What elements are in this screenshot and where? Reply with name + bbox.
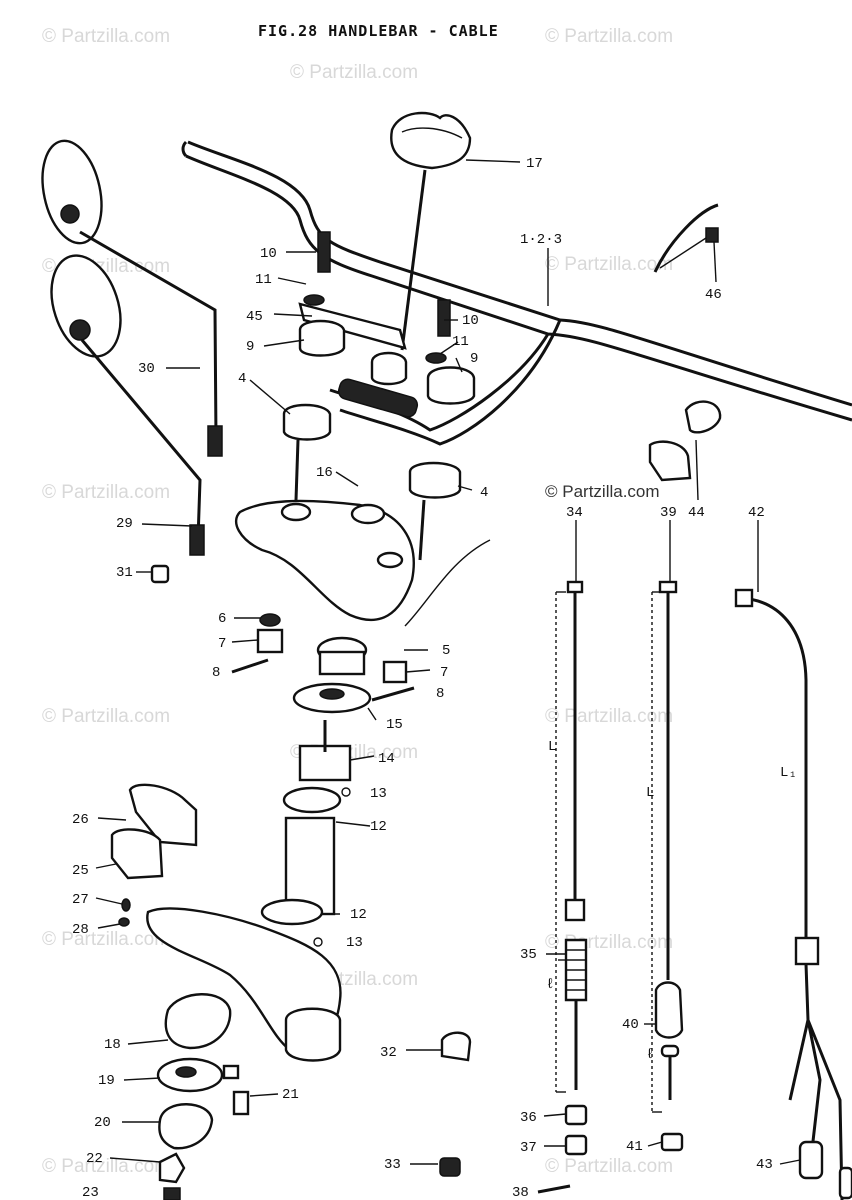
callout-38: 38 <box>512 1185 529 1200</box>
watermark: © Partzilla.com <box>545 706 673 727</box>
callout-31: 31 <box>116 565 133 581</box>
callout-32: 32 <box>380 1045 397 1061</box>
callout-4: 4 <box>238 371 246 387</box>
callout-21: 21 <box>282 1087 299 1103</box>
callout-13: 13 <box>370 786 387 802</box>
control-cables <box>564 580 852 1200</box>
dimension-label-L: L <box>548 739 556 755</box>
callout-12: 12 <box>350 907 367 923</box>
mirror-assembly <box>41 139 223 556</box>
callout-11: 11 <box>255 272 272 288</box>
leader-lines <box>95 159 801 1165</box>
watermark: © Partzilla.com <box>42 929 170 950</box>
watermark-dark: © Partzilla.com <box>545 482 660 501</box>
callout-36: 36 <box>520 1110 537 1126</box>
handlebar-damper-knob <box>390 111 472 351</box>
misc-small-parts <box>150 203 722 1194</box>
handlebar-clamps <box>282 231 476 561</box>
callout-22: 22 <box>86 1151 103 1167</box>
callout-27: 27 <box>72 892 89 908</box>
callout-26: 26 <box>72 812 89 828</box>
callout-17: 17 <box>526 156 543 172</box>
dimension-label-L1: L₁ <box>780 765 797 781</box>
watermark: © Partzilla.com <box>42 706 170 727</box>
watermark: © Partzilla.com <box>290 62 418 83</box>
callout-16: 16 <box>316 465 333 481</box>
callout-45: 45 <box>246 309 263 325</box>
handlebar <box>181 140 852 446</box>
watermark: © Partzilla.com <box>545 26 673 47</box>
callout-9: 9 <box>246 339 254 355</box>
callout-23: 23 <box>82 1185 99 1200</box>
dimension-label-l: ℓ <box>546 977 554 993</box>
callout-19: 19 <box>98 1073 115 1089</box>
callout-1-2-3: 1·2·3 <box>520 232 562 248</box>
callout-18: 18 <box>104 1037 121 1053</box>
dimension-label-L: L <box>646 785 654 801</box>
callout-7: 7 <box>218 636 226 652</box>
callout-46: 46 <box>705 287 722 303</box>
callout-28: 28 <box>72 922 89 938</box>
callout-39: 39 <box>660 505 677 521</box>
callout-29: 29 <box>116 516 133 532</box>
callout-12: 12 <box>370 819 387 835</box>
callout-42: 42 <box>748 505 765 521</box>
callout-10: 10 <box>260 246 277 262</box>
callout-20: 20 <box>94 1115 111 1131</box>
steering-top-bridge <box>234 499 491 627</box>
callout-25: 25 <box>72 863 89 879</box>
steering-stem-stack <box>231 613 415 947</box>
callout-labels: 17 1·2·3 46 10 11 45 10 9 11 9 30 4 16 4… <box>72 156 797 1200</box>
callout-8: 8 <box>212 665 220 681</box>
figure-title: FIG.28 HANDLEBAR - CABLE <box>258 22 499 40</box>
watermark: © Partzilla.com <box>42 1156 170 1177</box>
callout-37: 37 <box>520 1140 537 1156</box>
callout-15: 15 <box>386 717 403 733</box>
steering-lock-parts <box>110 783 250 1200</box>
callout-10: 10 <box>462 313 479 329</box>
callout-33: 33 <box>384 1157 401 1173</box>
watermark: © Partzilla.com <box>545 1156 673 1177</box>
dimension-lines <box>555 591 662 1113</box>
watermark: © Partzilla.com <box>42 26 170 47</box>
callout-8: 8 <box>436 686 444 702</box>
callout-14: 14 <box>378 751 395 767</box>
dimension-label-l: ℓ <box>646 1047 654 1063</box>
watermark: © Partzilla.com <box>545 932 673 953</box>
callout-44: 44 <box>688 505 705 521</box>
callout-34: 34 <box>566 505 583 521</box>
callout-40: 40 <box>622 1017 639 1033</box>
callout-11: 11 <box>452 334 469 350</box>
callout-5: 5 <box>442 643 450 659</box>
callout-7: 7 <box>440 665 448 681</box>
callout-13: 13 <box>346 935 363 951</box>
callout-35: 35 <box>520 947 537 963</box>
watermark: © Partzilla.com <box>42 482 170 503</box>
callout-43: 43 <box>756 1157 773 1173</box>
callout-30: 30 <box>138 361 155 377</box>
watermark: © Partzilla.com <box>545 254 673 275</box>
steering-lower-bracket <box>146 907 342 1062</box>
callout-4: 4 <box>480 485 488 501</box>
callout-6: 6 <box>218 611 226 627</box>
callout-41: 41 <box>626 1139 643 1155</box>
callout-9: 9 <box>470 351 478 367</box>
